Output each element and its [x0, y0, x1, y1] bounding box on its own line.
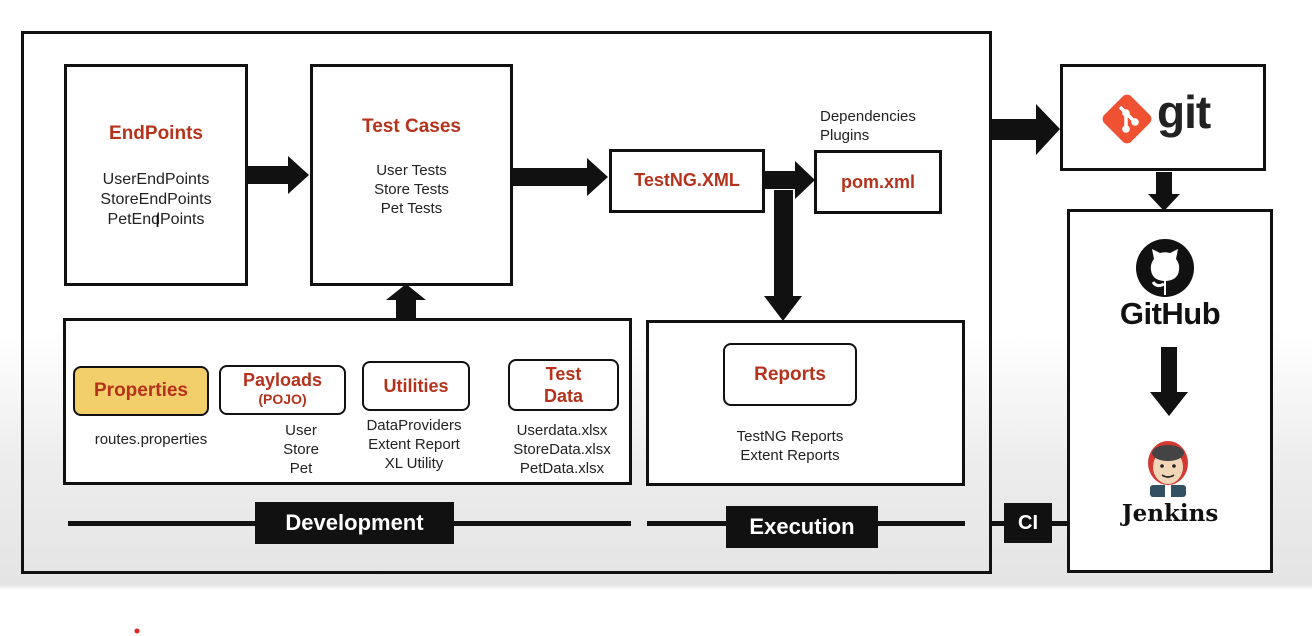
reports-item: Extent Reports [740, 447, 840, 464]
testcases-box: Test Cases User Tests Store Tests Pet Te… [310, 64, 513, 286]
reports-pill: Reports [723, 343, 857, 406]
git-box: git [1060, 64, 1266, 171]
payloads-pill: Payloads (POJO) [219, 365, 346, 415]
utilities-list: DataProviders Extent Report XL Utility [350, 416, 478, 473]
arrow-to-reports [764, 190, 802, 321]
endpoint-item: UserEndPoints [102, 171, 210, 188]
endpoints-title: EndPoints [109, 123, 203, 144]
payloads-subtitle: (POJO) [258, 391, 307, 407]
payloads-list: User Store Pet [261, 421, 341, 478]
development-label: Development [255, 502, 454, 544]
arrow-endpoints-to-testcases [248, 156, 309, 194]
github-label: GitHub [1119, 296, 1221, 331]
reports-item: TestNG Reports [736, 428, 844, 445]
ci-label: CI [1004, 503, 1052, 543]
endpoint-item: PetEndPoints [107, 211, 205, 228]
endpoints-box: EndPoints UserEndPoints StoreEndPoints P… [64, 64, 248, 286]
properties-pill: Properties [73, 366, 209, 416]
testdata-item: PetData.xlsx [519, 460, 605, 477]
cicd-box: GitHub Jenkins [1067, 209, 1273, 573]
testcases-title: Test Cases [362, 116, 461, 137]
utilities-pill: Utilities [362, 361, 470, 411]
testdata-title-line: Data [543, 386, 583, 406]
testcases-list: User Tests Store Tests Pet Tests [313, 161, 510, 218]
properties-title: Properties [94, 380, 188, 401]
properties-list: routes.properties [73, 430, 229, 449]
pom-note-line: Plugins [820, 127, 870, 144]
utilities-item: XL Utility [384, 455, 444, 472]
arrow-testng-to-pom [765, 161, 815, 199]
testdata-pill: Test Data [508, 359, 619, 411]
pom-box: pom.xml [814, 150, 942, 214]
testcase-item: Pet Tests [380, 200, 443, 217]
payloads-item: User [285, 422, 317, 439]
pom-note: Dependencies Plugins [820, 107, 916, 145]
reports-list: TestNG Reports Extent Reports [700, 427, 880, 465]
utilities-item: DataProviders [366, 417, 462, 434]
utilities-item: Extent Report [368, 436, 460, 453]
payloads-item: Pet [289, 460, 313, 477]
pom-note-line: Dependencies [820, 108, 916, 125]
testdata-item: StoreData.xlsx [513, 441, 611, 458]
pom-title: pom.xml [840, 172, 915, 192]
reports-title: Reports [754, 363, 826, 385]
arrow-git-to-github [1148, 172, 1180, 211]
arrow-github-to-jenkins [1150, 347, 1188, 416]
red-dot [134, 628, 140, 634]
text-cursor-icon: I [155, 212, 161, 232]
main-frame [21, 31, 992, 574]
testng-box: TestNG.XML [609, 149, 765, 213]
testdata-list: Userdata.xlsx StoreData.xlsx PetData.xls… [496, 421, 628, 478]
arrow-dev-to-testcases [386, 284, 426, 320]
github-logo-icon [1136, 239, 1194, 297]
testng-title: TestNG.XML [634, 170, 740, 190]
endpoints-list: UserEndPoints StoreEndPoints PetEndPoint… [67, 170, 245, 230]
jenkins-label: Jenkins [1121, 500, 1219, 527]
git-label: git [1157, 86, 1211, 138]
payloads-item: Store [283, 441, 319, 458]
arrow-to-git [992, 104, 1060, 155]
endpoint-item: StoreEndPoints [100, 191, 212, 208]
jenkins-logo-icon [1148, 441, 1188, 497]
arrow-testcases-to-testng [513, 158, 608, 196]
testdata-item: Userdata.xlsx [516, 422, 608, 439]
payloads-title: Payloads [242, 370, 323, 390]
execution-label: Execution [726, 506, 878, 548]
testcase-item: User Tests [376, 162, 447, 179]
utilities-title: Utilities [383, 375, 449, 396]
properties-item: routes.properties [94, 431, 208, 448]
git-logo-icon [1102, 94, 1152, 144]
testcase-item: Store Tests [374, 181, 449, 198]
testdata-title-line: Test [545, 364, 582, 384]
